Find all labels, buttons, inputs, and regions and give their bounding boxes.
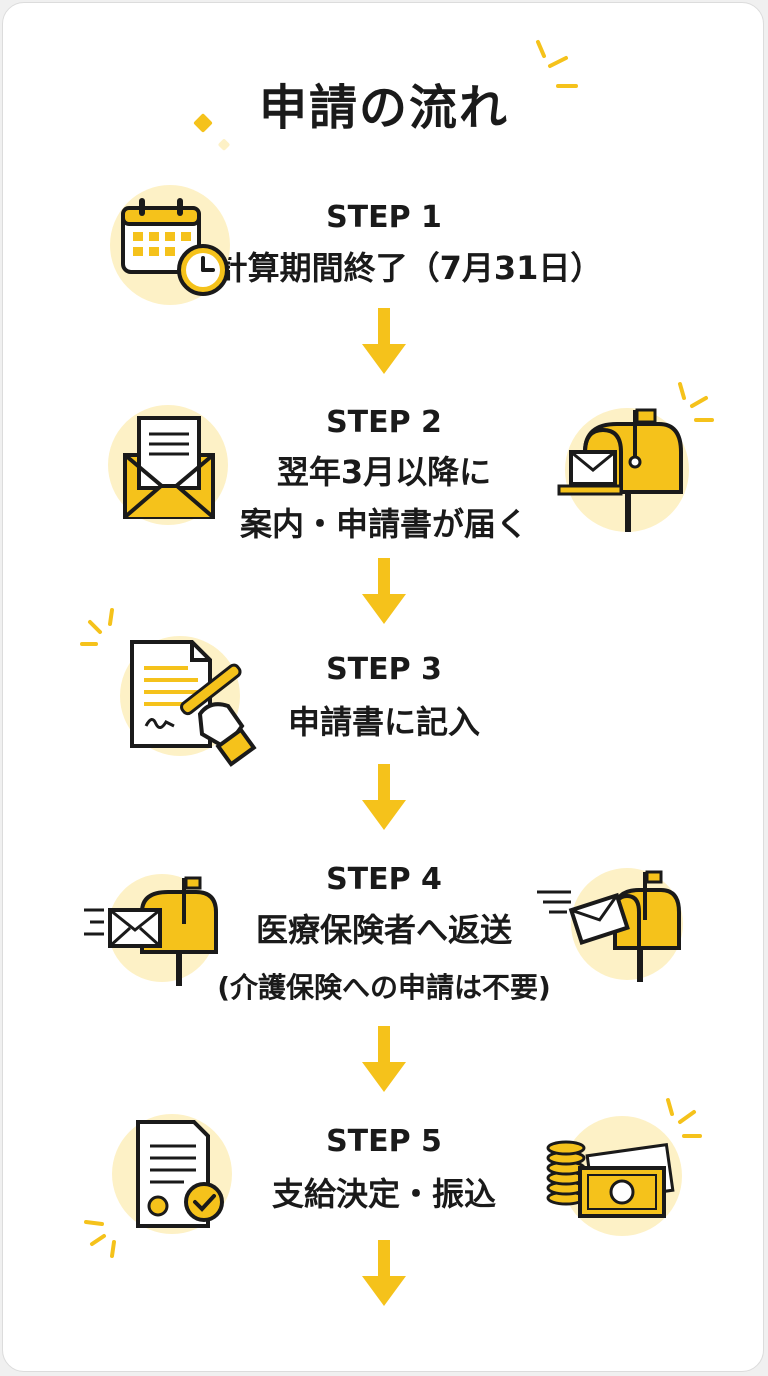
sparkle-decoration xyxy=(666,1098,702,1138)
step-4-label: STEP 4 xyxy=(326,862,442,897)
down-arrow-3 xyxy=(362,764,406,830)
step-1-label: STEP 1 xyxy=(326,200,442,235)
step-2-label: STEP 2 xyxy=(326,405,442,440)
down-arrow-5 xyxy=(362,1240,406,1306)
step-4-note: (介護保険への申請は不要) xyxy=(217,971,551,1004)
sparkle-decoration xyxy=(678,382,714,422)
send-mail-mailbox-icon xyxy=(84,874,218,986)
calendar-clock-icon xyxy=(110,185,230,305)
down-arrow-2 xyxy=(362,558,406,624)
step-3-text: 申請書に記入 xyxy=(287,703,480,741)
diamond-decoration xyxy=(193,113,230,151)
sparkle-decoration xyxy=(80,608,114,646)
mail-to-mailbox-icon xyxy=(537,868,683,982)
envelope-letter-icon xyxy=(108,405,228,525)
down-arrow-1 xyxy=(362,308,406,374)
down-arrow-4 xyxy=(362,1026,406,1092)
sparkle-decoration xyxy=(84,1220,116,1258)
sparkle-decoration xyxy=(536,40,578,88)
step-4-text: 医療保険者へ返送 xyxy=(255,911,512,949)
step-1-text: 計算期間終了（7月31日） xyxy=(215,249,603,287)
money-icon xyxy=(546,1116,682,1236)
page-title: 申請の流れ xyxy=(258,80,509,136)
step-2-line-2: 案内・申請書が届く xyxy=(239,505,528,543)
step-3-label: STEP 3 xyxy=(326,652,442,687)
step-5-label: STEP 5 xyxy=(326,1124,442,1159)
step-5-text: 支給決定・振込 xyxy=(271,1175,496,1213)
step-2-line-1: 翌年3月以降に xyxy=(276,453,492,491)
document-pen-icon xyxy=(120,636,257,767)
mailbox-icon xyxy=(557,408,689,532)
approved-document-icon xyxy=(112,1114,232,1234)
